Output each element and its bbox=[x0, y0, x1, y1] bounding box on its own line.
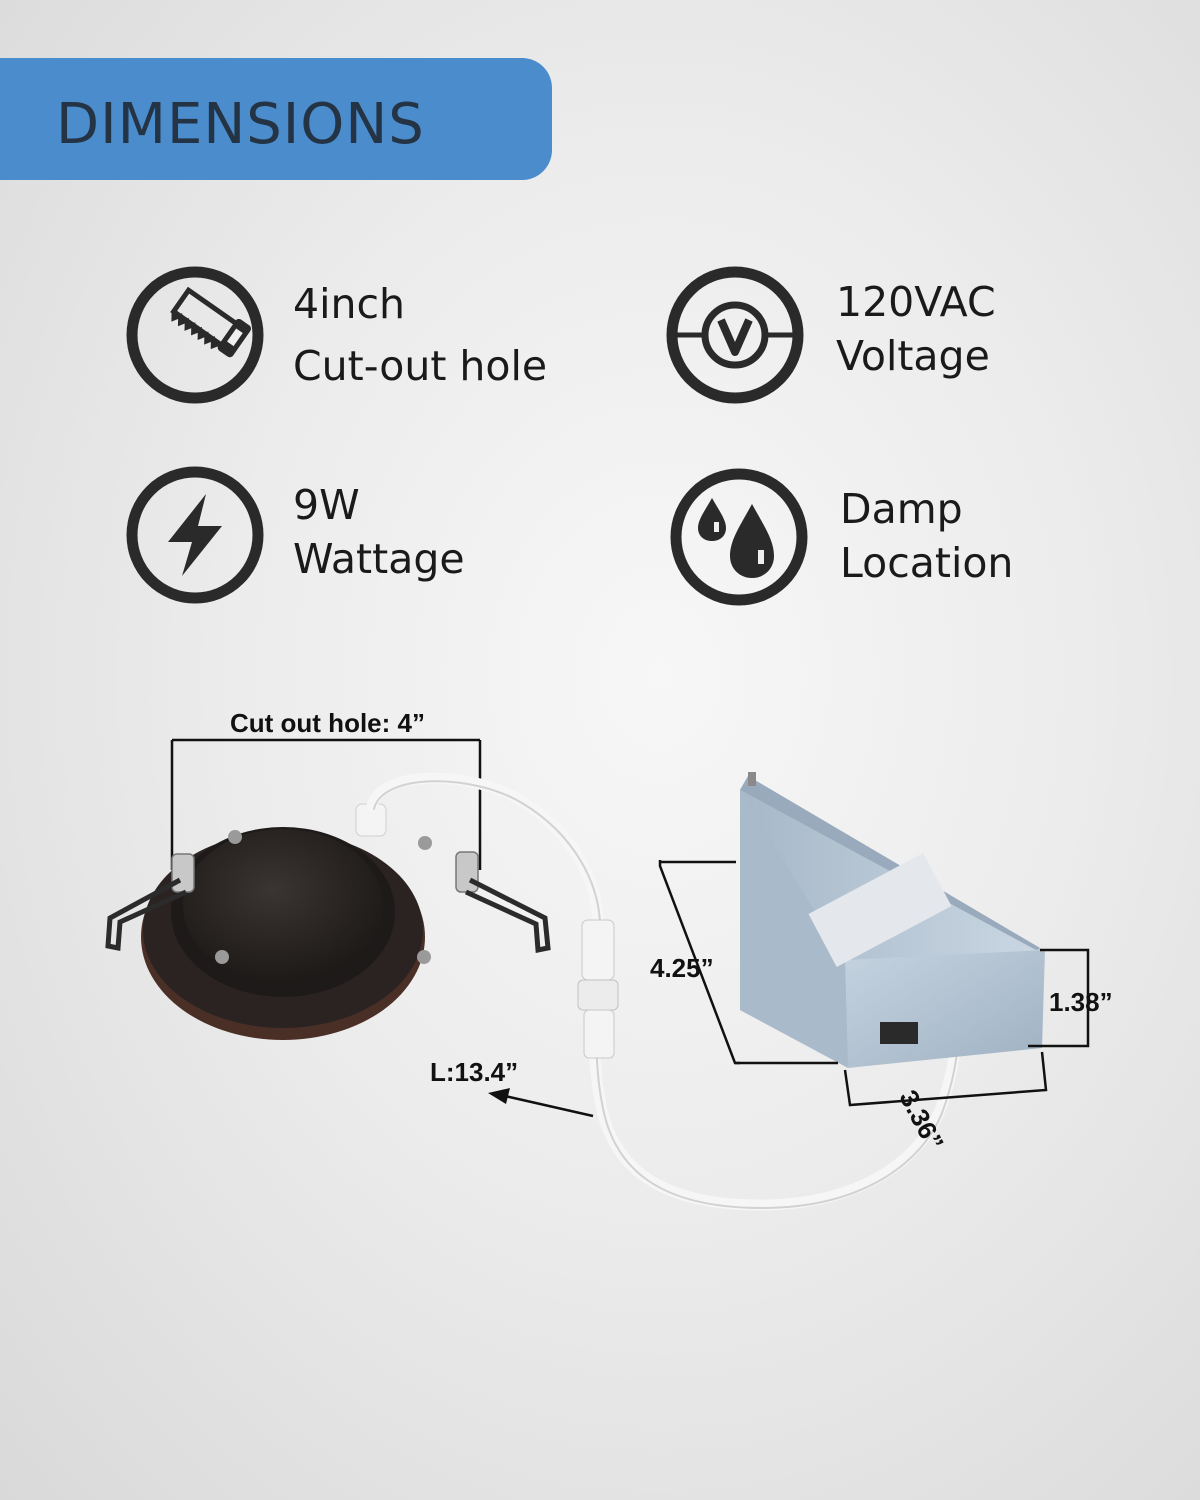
cable-length-arrow bbox=[488, 1088, 594, 1118]
box-height-dimension bbox=[1028, 948, 1090, 1048]
box-length-dimension bbox=[658, 860, 838, 1065]
wattage-label: Wattage bbox=[293, 535, 465, 583]
voltage-icon bbox=[666, 266, 804, 404]
product-diagram bbox=[105, 738, 1090, 1211]
box-height-label: 1.38” bbox=[1049, 987, 1113, 1017]
feature-cutout-text: 4inch Cut-out hole bbox=[293, 277, 547, 393]
cutout-dimension-label: Cut out hole: 4” bbox=[230, 708, 425, 738]
page-title: DIMENSIONS bbox=[56, 92, 425, 157]
feature-damp-text: Damp Location bbox=[840, 482, 1013, 590]
cable-connector bbox=[577, 919, 619, 1059]
feature-voltage-text: 120VAC Voltage bbox=[836, 275, 996, 383]
saw-icon bbox=[126, 266, 264, 404]
water-drops-icon bbox=[670, 468, 808, 606]
cable-length-label: L:13.4” bbox=[430, 1057, 519, 1087]
wattage-value: 9W bbox=[293, 481, 360, 529]
voltage-label: Voltage bbox=[836, 332, 990, 380]
box-length-label: 4.25” bbox=[650, 953, 714, 983]
cutout-dimension-bracket bbox=[170, 738, 482, 870]
led-downlight bbox=[105, 803, 551, 1040]
box-width-dimension bbox=[843, 1051, 1048, 1107]
damp-label: Location bbox=[840, 539, 1014, 587]
damp-value: Damp bbox=[840, 485, 963, 533]
feature-wattage-text: 9W Wattage bbox=[293, 478, 465, 586]
lightning-bolt-icon bbox=[126, 466, 264, 604]
driver-box bbox=[740, 772, 1045, 1068]
cutout-value: 4inch bbox=[293, 280, 405, 328]
title-banner bbox=[0, 58, 552, 180]
voltage-value: 120VAC bbox=[836, 278, 996, 326]
cutout-label: Cut-out hole bbox=[293, 342, 548, 390]
